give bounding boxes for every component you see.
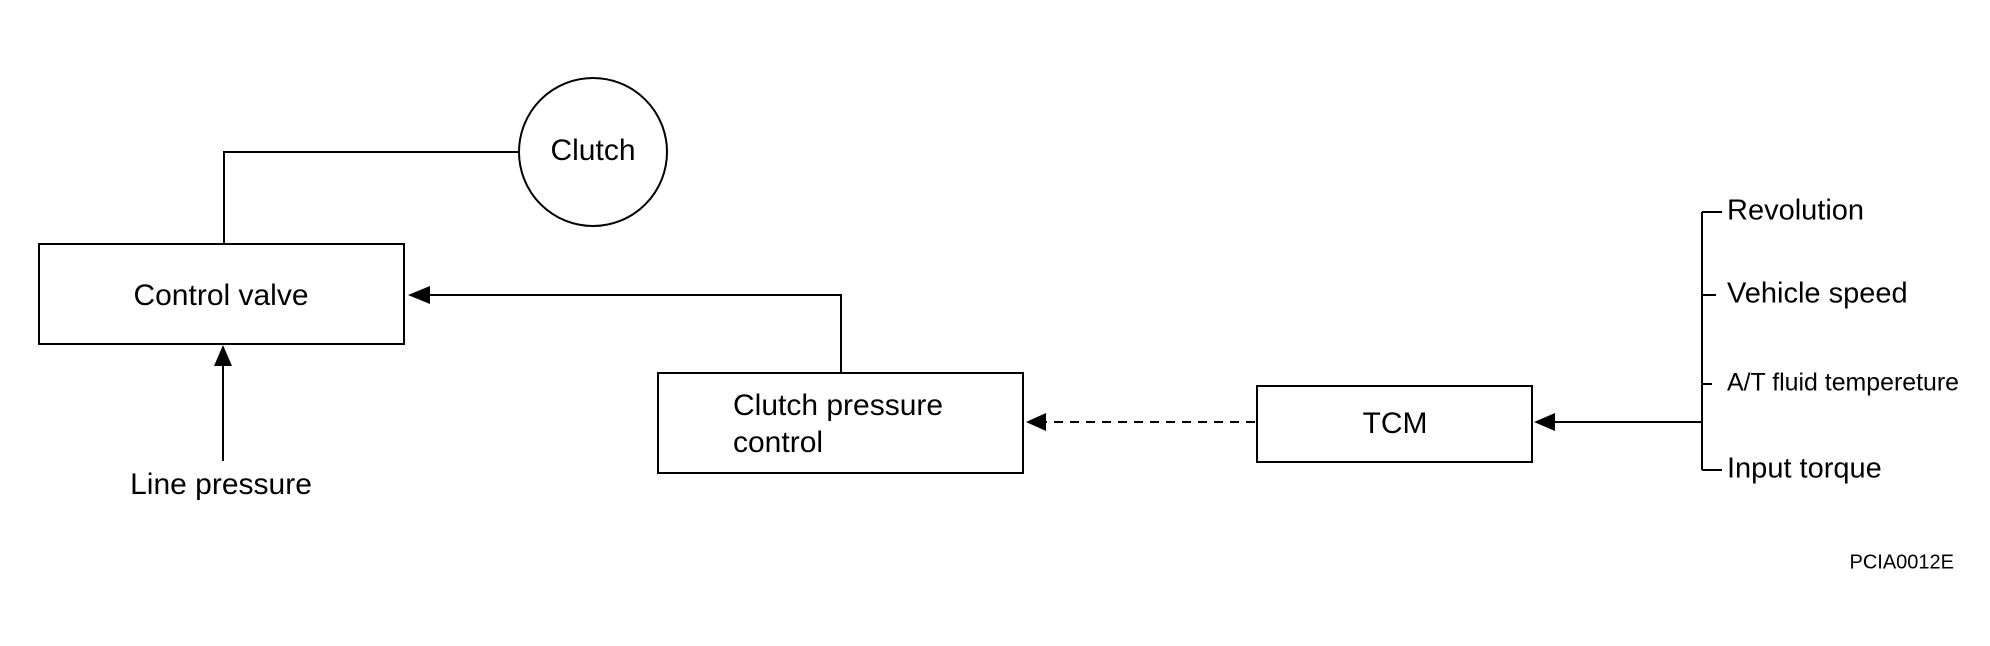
- clutch-label: Clutch: [550, 134, 635, 167]
- line-pressure-label: Line pressure: [130, 468, 312, 501]
- valve-to-clutch-line: [223, 151, 519, 244]
- tcm-input-arrowhead: [1534, 413, 1555, 431]
- pressure-control-to-valve-line: [430, 294, 842, 373]
- control-valve-label: Control valve: [133, 279, 308, 312]
- tcm-label: TCM: [1363, 407, 1428, 440]
- pressure-control-input-arrowhead: [1026, 413, 1046, 431]
- figure-code: PCIA0012E: [1849, 551, 1954, 573]
- clutch-pressure-control-label-line2: control: [733, 426, 823, 459]
- fluid-temperature-label: A/T fluid tempereture: [1727, 369, 1959, 397]
- clutch-pressure-control-label-line1: Clutch pressure: [733, 389, 943, 422]
- tcm-box: [1256, 385, 1533, 463]
- control-valve-input-arrowhead: [408, 286, 430, 304]
- vehicle-speed-label: Vehicle speed: [1727, 278, 1908, 310]
- revolution-label: Revolution: [1727, 195, 1864, 227]
- line-pressure-arrowhead: [214, 345, 232, 366]
- control-valve-box: [38, 243, 405, 345]
- clutch-pressure-control-box: [657, 372, 1024, 474]
- input-torque-label: Input torque: [1727, 453, 1882, 485]
